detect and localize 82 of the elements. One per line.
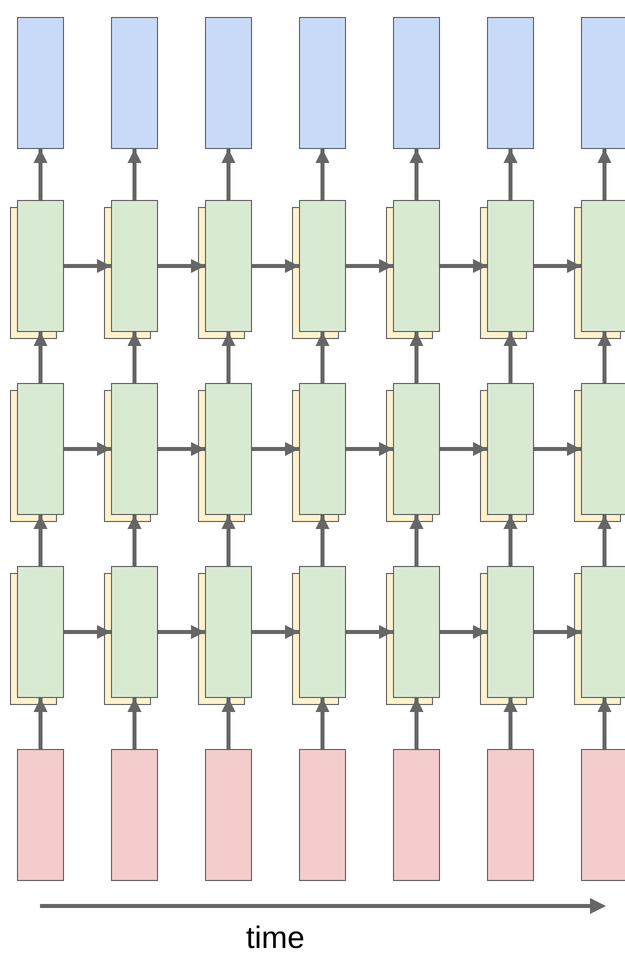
hidden-cell-box [205,566,252,698]
arrow [34,149,48,200]
arrow [598,515,612,566]
hidden-cell-box [17,566,64,698]
input-box [17,749,64,881]
hidden-cell-box [393,200,440,332]
output-box [17,17,64,149]
arrow [410,698,424,749]
arrow [504,515,518,566]
hidden-cell-box [111,383,158,515]
arrow [222,332,236,383]
arrow [346,259,393,273]
arrow [64,625,111,639]
output-box [487,17,534,149]
input-box [111,749,158,881]
arrow [410,149,424,200]
arrow [316,149,330,200]
output-box [299,17,346,149]
arrow [440,259,487,273]
arrow [440,442,487,456]
arrow [158,442,205,456]
arrow [504,332,518,383]
arrow [598,332,612,383]
arrow [598,149,612,200]
arrow [34,515,48,566]
arrow [346,625,393,639]
arrow [128,698,142,749]
arrow [534,259,581,273]
hidden-cell-box [487,200,534,332]
arrow [534,625,581,639]
hidden-cell-box [111,200,158,332]
hidden-cell-box [581,200,625,332]
output-box [581,17,625,149]
arrow [410,332,424,383]
arrow [252,625,299,639]
arrow [222,515,236,566]
arrow [316,332,330,383]
arrow [128,149,142,200]
hidden-cell-box [205,200,252,332]
hidden-cell-box [299,383,346,515]
hidden-cell-box [581,566,625,698]
hidden-cell-box [17,200,64,332]
arrow [222,149,236,200]
hidden-cell-box [205,383,252,515]
hidden-cell-box [111,566,158,698]
input-box [487,749,534,881]
input-box [205,749,252,881]
output-box [111,17,158,149]
arrow [158,259,205,273]
arrow [598,698,612,749]
arrow [316,515,330,566]
hidden-cell-box [17,383,64,515]
arrow [316,698,330,749]
arrow [158,625,205,639]
arrow [64,442,111,456]
arrow [64,259,111,273]
output-box [205,17,252,149]
arrow [346,442,393,456]
hidden-cell-box [299,566,346,698]
arrow [34,698,48,749]
hidden-cell-box [393,383,440,515]
axis-label: time [246,920,305,955]
hidden-cell-box [487,383,534,515]
arrow [252,442,299,456]
arrow [128,515,142,566]
input-box [299,749,346,881]
arrow [34,332,48,383]
input-box [581,749,625,881]
arrow [504,149,518,200]
arrow [440,625,487,639]
arrow [128,332,142,383]
hidden-cell-box [299,200,346,332]
hidden-cell-box [393,566,440,698]
arrow [410,515,424,566]
input-box [393,749,440,881]
hidden-cell-box [487,566,534,698]
output-box [393,17,440,149]
hidden-cell-box [581,383,625,515]
arrow [222,698,236,749]
arrow [534,442,581,456]
arrow [504,698,518,749]
arrow [252,259,299,273]
